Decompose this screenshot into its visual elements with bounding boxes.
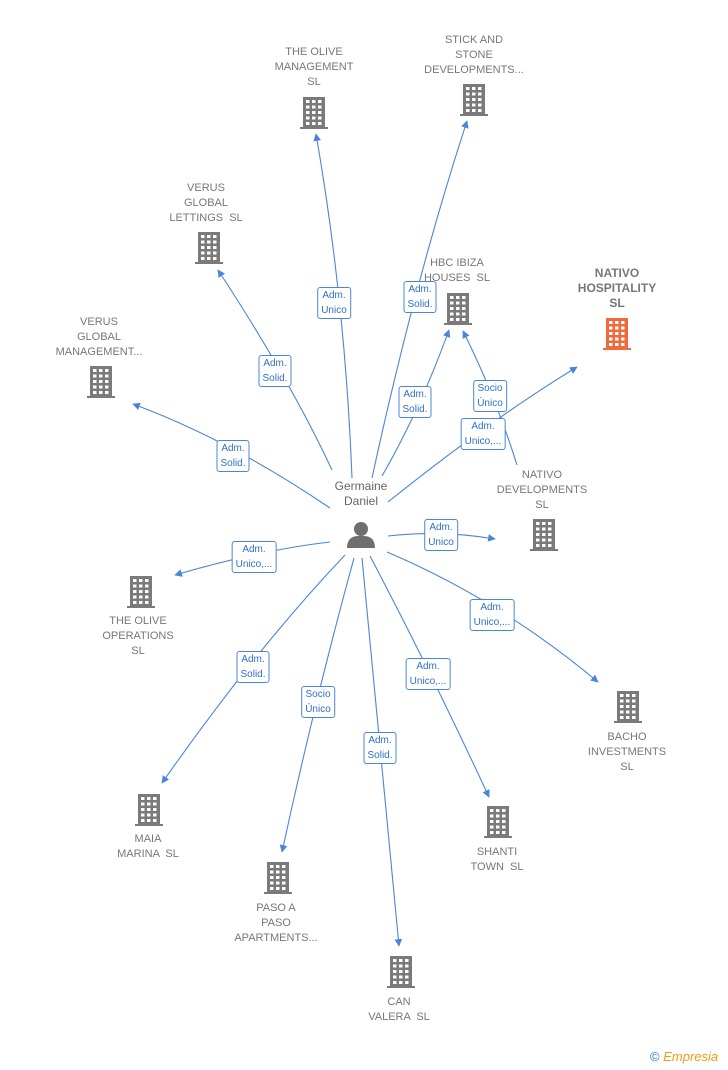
- building-icon-paso[interactable]: [264, 862, 292, 894]
- building-icon-verus-lettings[interactable]: [195, 232, 223, 264]
- company-label-nativo-hosp[interactable]: NATIVO HOSPITALITY SL: [577, 266, 657, 310]
- role-badge-paso: Socio Único: [301, 686, 335, 718]
- person-label[interactable]: Germaine Daniel: [334, 479, 388, 508]
- footer-brand: © Empresia: [650, 1049, 718, 1064]
- company-label-bacho[interactable]: BACHO INVESTMENTS SL: [587, 731, 667, 773]
- role-badge-verus-mgmt: Adm. Solid.: [216, 440, 250, 472]
- company-label-stick-stone[interactable]: STICK AND STONE DEVELOPMENTS...: [424, 34, 524, 76]
- company-label-verus-lettings[interactable]: VERUS GLOBAL LETTINGS SL: [169, 182, 243, 224]
- role-badge-nativo-dev: Adm. Unico: [424, 519, 458, 551]
- company-label-can-valera[interactable]: CAN VALERA SL: [368, 996, 430, 1023]
- role-badge-maia: Adm. Solid.: [236, 651, 270, 683]
- building-icon-olive-mgmt[interactable]: [300, 97, 328, 129]
- brand-name: Empresia: [663, 1049, 719, 1064]
- building-icon-verus-mgmt[interactable]: [87, 366, 115, 398]
- role-badge-nativo-hosp: Adm. Unico,...: [460, 418, 506, 450]
- copyright-symbol: ©: [650, 1049, 660, 1064]
- role-badge-nativo-dev-hbc-ibiza: Socio Único: [473, 380, 507, 412]
- building-icon-stick-stone[interactable]: [460, 84, 488, 116]
- role-badge-olive-mgmt: Adm. Unico: [317, 287, 351, 319]
- company-label-hbc-ibiza[interactable]: HBC IBIZA HOUSES SL: [423, 257, 491, 284]
- building-icon-can-valera[interactable]: [387, 956, 415, 988]
- company-label-olive-ops[interactable]: THE OLIVE OPERATIONS SL: [102, 615, 174, 657]
- building-icon-hbc-ibiza[interactable]: [444, 293, 472, 325]
- person-icon[interactable]: [347, 522, 375, 548]
- role-badge-can-valera: Adm. Solid.: [363, 732, 397, 764]
- company-label-verus-mgmt[interactable]: VERUS GLOBAL MANAGEMENT...: [55, 316, 143, 358]
- company-label-olive-mgmt[interactable]: THE OLIVE MANAGEMENT SL: [274, 46, 354, 88]
- building-icon-shanti[interactable]: [484, 806, 512, 838]
- company-label-maia[interactable]: MAIA MARINA SL: [117, 833, 179, 860]
- role-badge-verus-lettings: Adm. Solid.: [258, 355, 292, 387]
- company-label-nativo-dev[interactable]: NATIVO DEVELOPMENTS SL: [496, 469, 588, 511]
- role-badge-shanti: Adm. Unico,...: [405, 658, 451, 690]
- building-icon-maia[interactable]: [135, 794, 163, 826]
- building-icon-nativo-dev[interactable]: [530, 519, 558, 551]
- company-label-paso[interactable]: PASO A PASO APARTMENTS...: [234, 902, 318, 944]
- role-badge-olive-ops: Adm. Unico,...: [231, 541, 277, 573]
- building-icon-olive-ops[interactable]: [127, 576, 155, 608]
- role-badge-bacho: Adm. Unico,...: [469, 599, 515, 631]
- role-badge-stick-stone: Adm. Solid.: [403, 281, 437, 313]
- role-badge-hbc-ibiza: Adm. Solid.: [398, 386, 432, 418]
- building-icon-nativo-hosp[interactable]: [603, 318, 631, 350]
- company-label-shanti[interactable]: SHANTI TOWN SL: [470, 846, 524, 873]
- building-icon-bacho[interactable]: [614, 691, 642, 723]
